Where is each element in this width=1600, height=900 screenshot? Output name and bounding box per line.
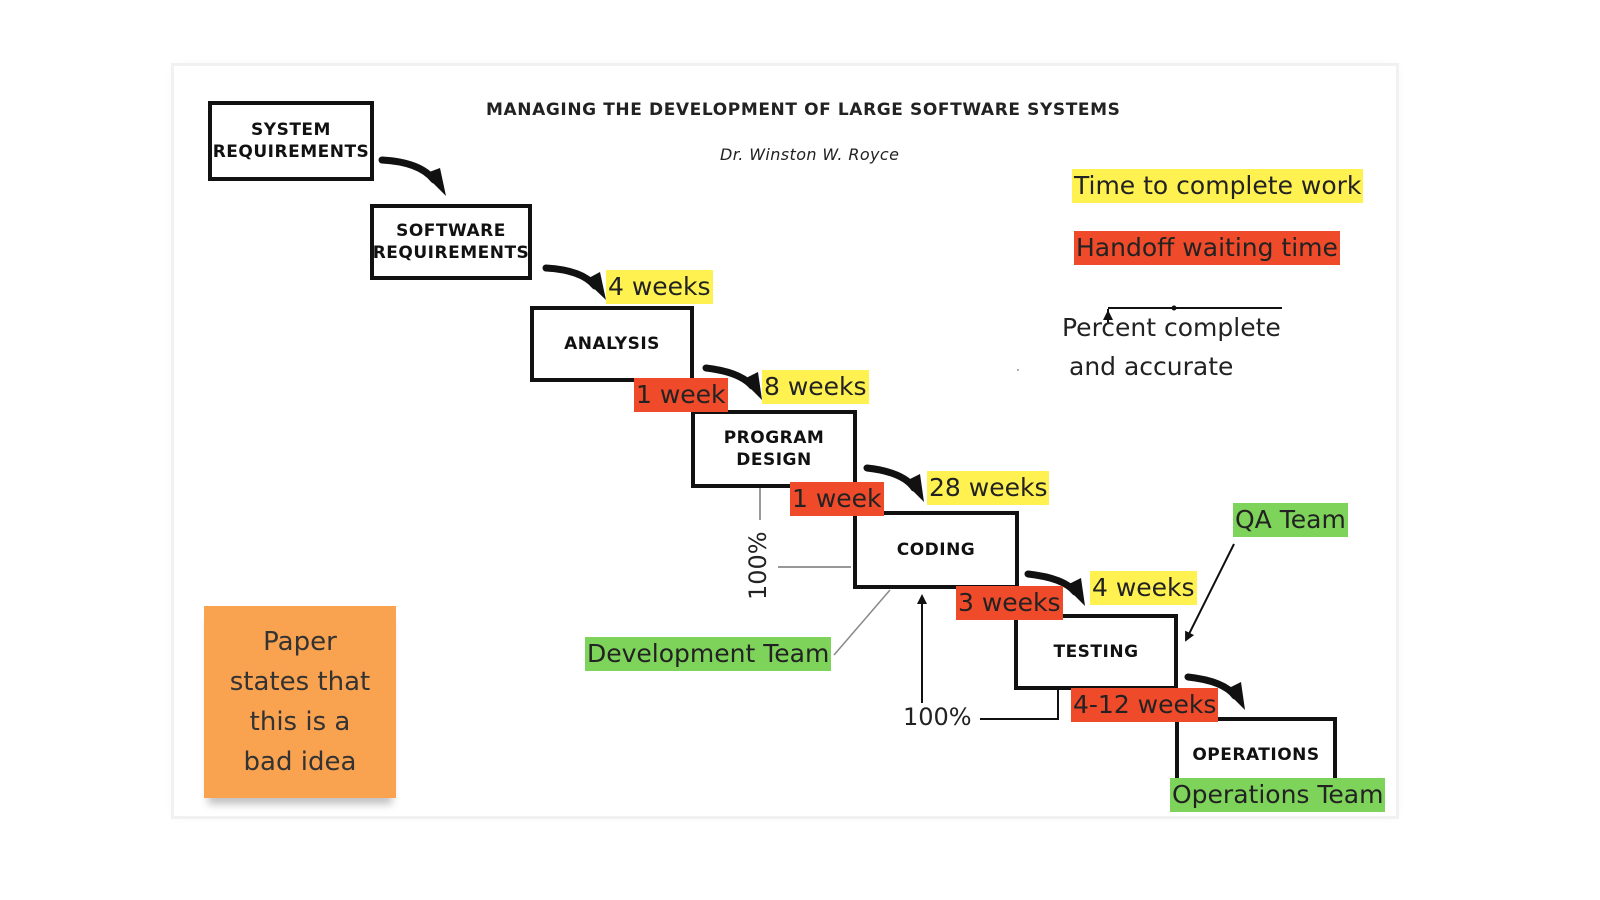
phase-label: SYSTEM REQUIREMENTS (212, 120, 370, 162)
legend-work-time: Time to complete work (1072, 169, 1364, 203)
flow-arrow-swreq-to-analysis (542, 264, 606, 300)
flow-arrow-coding-to-testing (1024, 570, 1085, 606)
phase-label: ANALYSIS (564, 334, 660, 354)
work-time-analysis: 4 weeks (606, 270, 713, 304)
phase-program-design: PROGRAM DESIGN (691, 410, 857, 488)
qa-team-leader-line (1185, 543, 1235, 642)
team-label-qa: QA Team (1233, 503, 1348, 537)
team-label-operations: Operations Team (1170, 778, 1386, 812)
paper-author: Dr. Winston W. Royce (720, 145, 900, 164)
handoff-time-design-coding: 1 week (790, 482, 884, 516)
handoff-time-analysis-design: 1 week (634, 378, 728, 412)
phase-analysis: ANALYSIS (530, 306, 694, 382)
legend-percent-line1: Percent complete (1062, 313, 1281, 342)
phase-label: SOFTWARE REQUIREMENTS (372, 221, 530, 263)
sticky-note: Paper states that this is a bad idea (204, 606, 396, 798)
handoff-time-coding-testing: 3 weeks (956, 586, 1063, 620)
stray-dot (1017, 369, 1019, 371)
flow-arrow-analysis-to-design (702, 364, 762, 400)
phase-label: CODING (896, 540, 976, 560)
flow-arrow-design-to-coding (863, 464, 924, 502)
dev-team-leader-line (833, 589, 891, 656)
phase-system-requirements: SYSTEM REQUIREMENTS (208, 101, 374, 181)
work-time-coding: 28 weeks (927, 471, 1050, 505)
flow-arrow-testing-to-operations (1184, 673, 1245, 710)
phase-testing: TESTING (1014, 614, 1178, 690)
legend-handoff-time: Handoff waiting time (1074, 231, 1340, 265)
phase-coding: CODING (853, 511, 1019, 589)
phase-label: PROGRAM DESIGN (723, 428, 825, 470)
phase-label: OPERATIONS (1192, 745, 1320, 765)
handoff-time-testing-operations: 4-12 weeks (1071, 688, 1219, 722)
work-time-testing: 4 weeks (1090, 571, 1197, 605)
sticky-note-text: Paper states that this is a bad idea (229, 627, 371, 777)
percent-horizontal: 100% (903, 703, 972, 731)
feedback-bracket (980, 690, 1059, 720)
team-label-development: Development Team (585, 637, 832, 671)
phase-label: TESTING (1053, 642, 1139, 662)
phase-software-requirements: SOFTWARE REQUIREMENTS (370, 204, 532, 280)
percent-vertical: 100% (744, 531, 772, 600)
legend-percent-line2: and accurate (1069, 352, 1234, 381)
flow-arrow-sysreq-to-swreq (378, 156, 446, 196)
paper-title: MANAGING THE DEVELOPMENT OF LARGE SOFTWA… (486, 100, 1121, 120)
legend-percent-symbol (1103, 305, 1282, 324)
work-time-program-design: 8 weeks (762, 370, 869, 404)
